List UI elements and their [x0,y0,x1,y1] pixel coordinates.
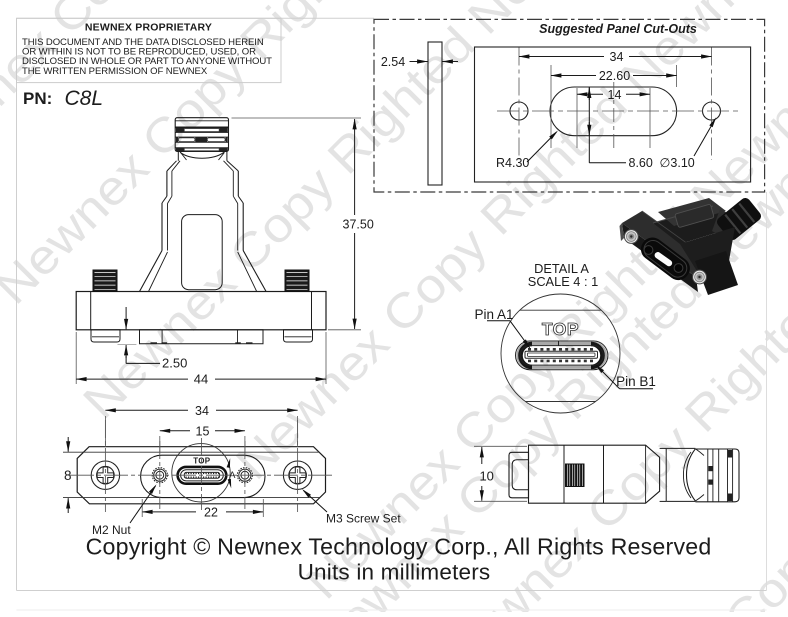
svg-text:44: 44 [194,371,208,386]
svg-text:NEWNEX PROPRIETARY: NEWNEX PROPRIETARY [85,22,212,34]
svg-text:2.50: 2.50 [162,356,187,371]
svg-text:Copyright © Newnex Technology: Copyright © Newnex Technology Corp., All… [86,534,712,560]
svg-text:34: 34 [195,404,209,418]
svg-text:DISCLOSED IN WHOLE OR PART TO: DISCLOSED IN WHOLE OR PART TO ANYONE WIT… [22,56,272,67]
svg-text:15: 15 [196,424,210,438]
svg-text:THE WRITTEN PERMISSION OF NEWN: THE WRITTEN PERMISSION OF NEWNEX [22,66,208,77]
svg-text:Suggested Panel Cut-Outs: Suggested Panel Cut-Outs [539,22,697,36]
svg-text:22.60: 22.60 [599,69,630,83]
svg-text:8.60: 8.60 [629,156,653,170]
svg-text:Pin A1: Pin A1 [474,307,513,322]
svg-text:M2 Nut: M2 Nut [92,523,131,537]
svg-text:DETAIL A: DETAIL A [534,261,589,276]
svg-text:14: 14 [608,88,622,102]
svg-text:34: 34 [610,50,624,64]
svg-text:2.54: 2.54 [381,55,405,69]
svg-text:C8L: C8L [65,87,104,110]
svg-text:OR WITHIN IS NOT TO BE REPRODU: OR WITHIN IS NOT TO BE REPRODUCED, USED,… [22,47,256,58]
svg-text:22: 22 [204,505,218,519]
svg-text:TOP: TOP [542,319,579,339]
svg-text:∅3.10: ∅3.10 [660,156,695,170]
svg-text:PN:: PN: [23,89,52,108]
svg-text:8: 8 [64,468,72,483]
svg-text:R4.30: R4.30 [496,156,529,170]
svg-text:Pin B1: Pin B1 [616,374,656,389]
svg-text:37.50: 37.50 [343,218,374,232]
svg-text:SCALE 4 : 1: SCALE 4 : 1 [528,274,598,289]
svg-text:THIS DOCUMENT AND THE DATA DIS: THIS DOCUMENT AND THE DATA DISCLOSED HER… [22,37,264,48]
svg-text:TOP: TOP [193,457,211,466]
svg-text:Units in millimeters: Units in millimeters [298,560,491,585]
svg-text:A: A [229,470,236,480]
svg-text:10: 10 [479,469,493,484]
svg-text:M3 Screw Set: M3 Screw Set [326,512,401,526]
